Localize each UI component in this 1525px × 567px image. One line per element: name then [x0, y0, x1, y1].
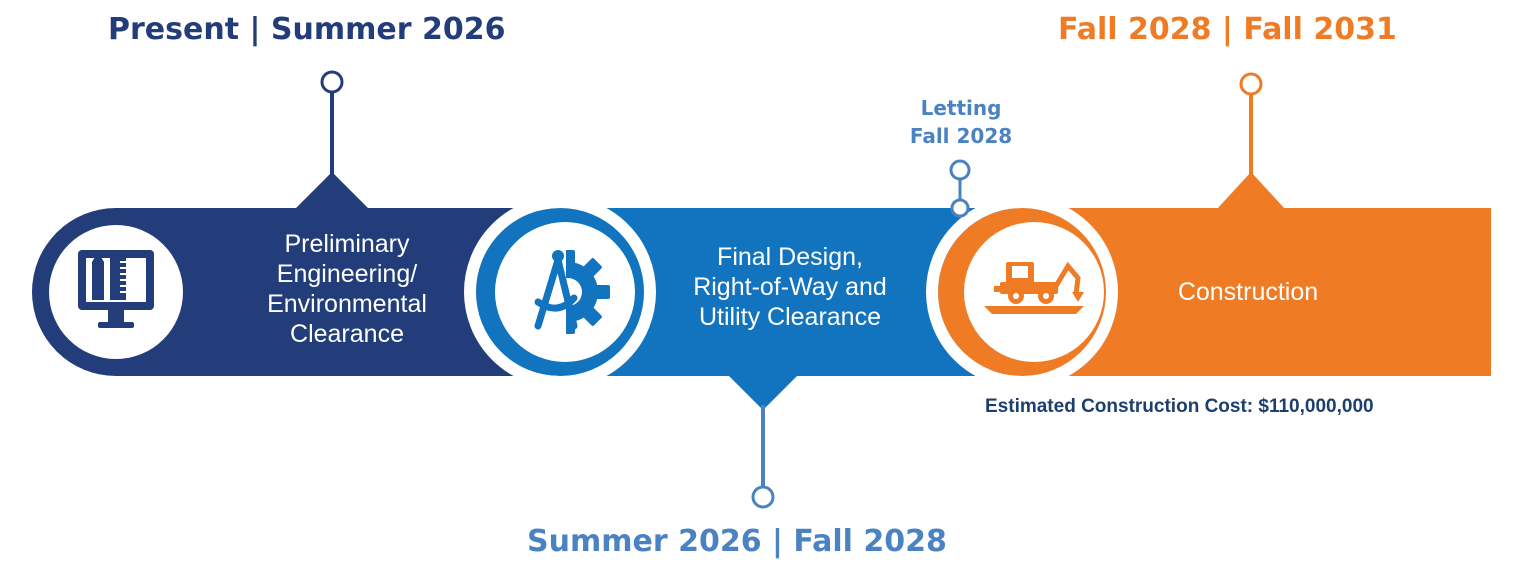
letting-label-line: Fall 2028 [909, 124, 1013, 148]
tractor-backhoe-icon [984, 261, 1084, 314]
phase-2-date-label: Summer 2026 | Fall 2028 [527, 524, 947, 559]
letting-marker [949, 159, 971, 218]
phase-1-title: Preliminary Engineering/ Environmental C… [232, 229, 462, 349]
phase-title-line: Construction [1177, 278, 1319, 306]
phase-title-line: Final Design, [717, 243, 863, 271]
phase-title-line: Engineering/ [276, 260, 418, 288]
letting-label-line: Letting [920, 96, 1002, 120]
phase-1-date-label: Present | Summer 2026 [108, 12, 506, 47]
separator-ring [926, 196, 1118, 388]
phase-3-date-label: Fall 2028 | Fall 2031 [1058, 12, 1397, 47]
phase-title-line: Right-of-Way and [693, 273, 887, 301]
phase-title-line: Preliminary [284, 230, 410, 258]
cost-note: Estimated Construction Cost: $110,000,00… [985, 396, 1374, 417]
separator-ring [464, 196, 656, 388]
phase-title-line: Environmental [267, 290, 427, 318]
phase-title-line: Clearance [290, 320, 404, 348]
phase-title-line: Utility Clearance [698, 303, 881, 331]
phase-2-title: Final Design, Right-of-Way and Utility C… [660, 242, 920, 332]
phase-3-title: Construction [1138, 277, 1358, 307]
gear-compass-icon [522, 244, 610, 340]
monitor-ruler-pencil-icon [78, 250, 154, 328]
letting-label: Letting Fall 2028 [890, 94, 1032, 150]
